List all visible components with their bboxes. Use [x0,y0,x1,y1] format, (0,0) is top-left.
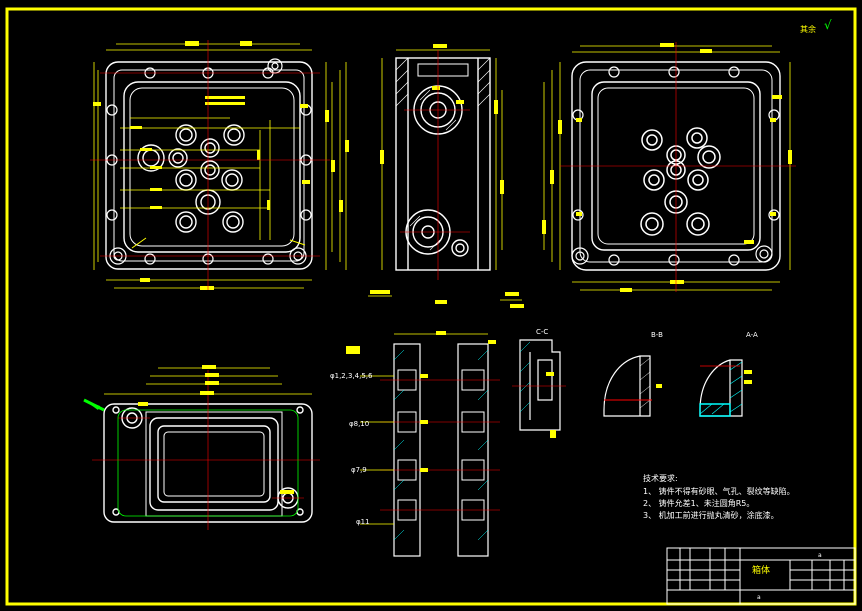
callout-bolt-group-3: φ7,9 [351,466,367,474]
rear-view-centerlines [560,42,796,292]
bolt-detail-hatch [393,349,489,541]
section-b-label: B-B [651,331,663,339]
bolt-detail-dim-marks [346,331,496,472]
front-view-dimensions [93,43,347,289]
section-a-cyan-fill [699,403,731,417]
section-c-hatch [519,341,531,413]
title-block-part-name: 箱体 [752,566,771,576]
callout-bolt-group-2: φ8,10 [349,420,370,428]
front-view-dim-marks [93,41,349,290]
callout-bolt-group-1: φ1,2,3,4,5,6 [330,372,373,380]
title-block-bottom-code: a [757,594,761,601]
section-a-view [699,359,743,417]
callout-bolt-group-4: φ11 [356,518,370,526]
top-view-centerlines [92,370,320,530]
tech-req-item-2: 2、 铸件允差1、未注圆角R5。 [643,499,755,508]
drawing-frame [5,7,857,606]
tech-req-item-1: 1、 铸件不得有砂眼、气孔、裂纹等缺陷。 [643,487,795,496]
section-b-dim-mark [656,384,662,388]
section-c-dim-marks [546,372,556,438]
roughness-symbol-icon: √ [824,18,832,32]
bolt-detail-views [393,343,489,557]
bolt-detail-dims [360,333,488,525]
front-view-leaders [131,237,306,249]
side-section-view [395,57,491,271]
section-a-label: A-A [746,331,758,339]
bolt-detail-centerlines [380,379,500,511]
title-block-drawing-no: a [818,552,822,559]
section-a-hatch [699,361,743,415]
roughness-note: 其余 [800,25,816,34]
title-block [666,547,856,605]
top-view-dim-marks [138,365,294,494]
tech-req-item-3: 3、 机加工前进行抛丸清砂，涂底漆。 [643,511,779,520]
section-c-label: C-C [536,328,549,336]
side-section-hatch [395,57,491,251]
front-view-centerlines [90,40,330,290]
tech-req-heading: 技术要求: [643,474,678,483]
front-view [105,58,313,270]
section-a-dim-marks [744,370,752,384]
section-b-view [603,355,651,417]
side-section-centerlines [400,50,470,280]
section-b-hatch [639,357,651,409]
section-c-view [519,339,561,431]
side-section-dim-marks [370,44,524,308]
rear-view-dim-marks [542,43,792,292]
